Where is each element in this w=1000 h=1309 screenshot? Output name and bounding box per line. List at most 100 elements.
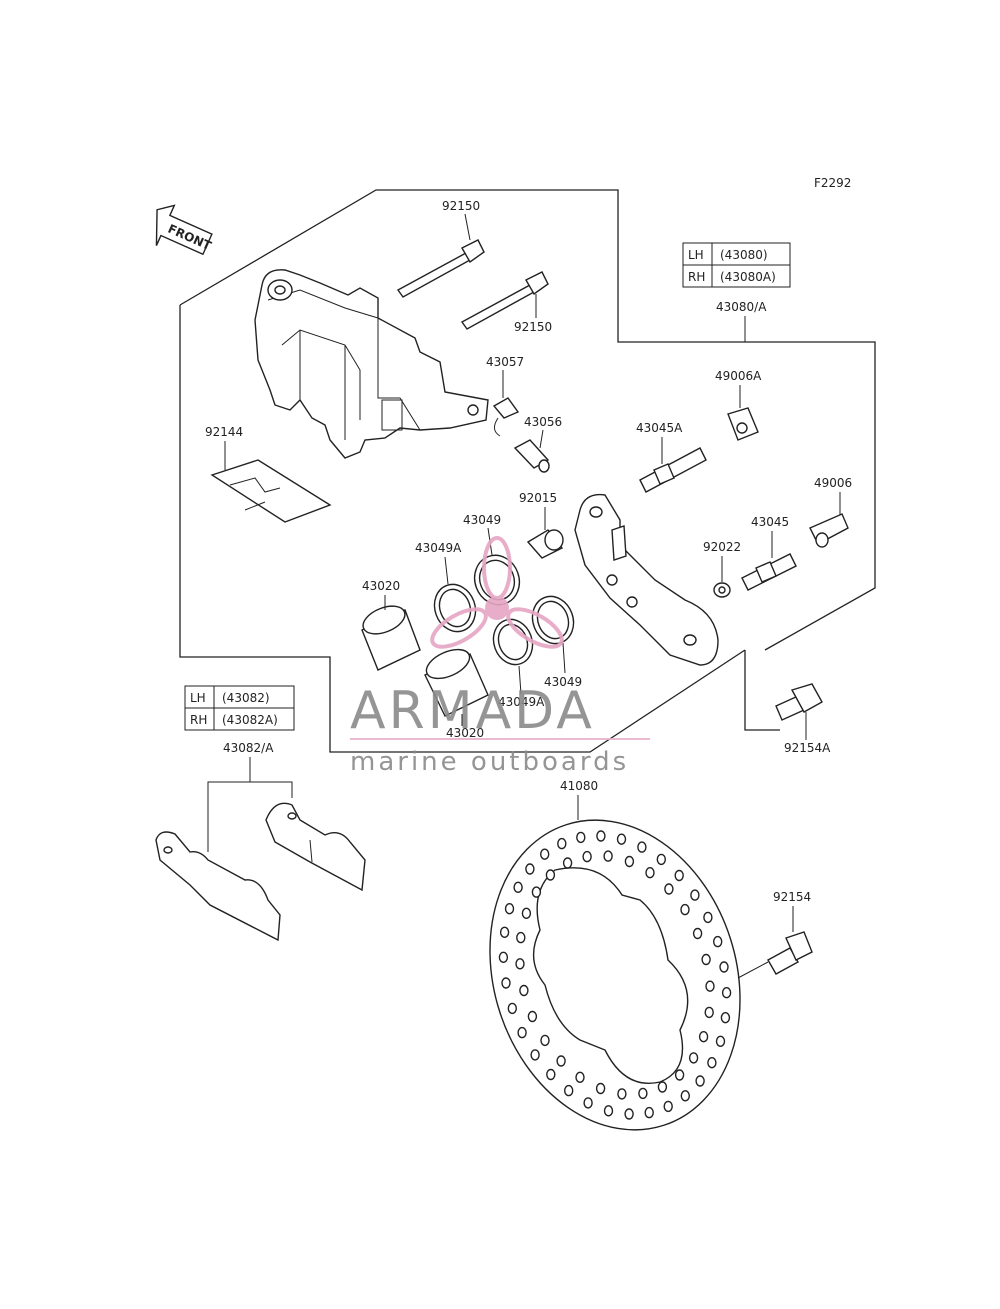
disc-vent-hole: [719, 961, 729, 973]
pad-lh-label: LH: [190, 691, 206, 705]
label-43020-b: 43020: [446, 726, 484, 740]
disc-vent-hole: [690, 889, 700, 901]
disc-vent-hole: [698, 1030, 709, 1043]
label-43049A-a: 43049A: [415, 541, 462, 555]
disc-vent-hole: [507, 1002, 517, 1015]
bracket-pin-a: [639, 447, 707, 493]
label-49006: 49006: [814, 476, 852, 490]
disc-vent-hole: [705, 980, 715, 992]
pad-spring: [210, 459, 332, 523]
caliper-rh-part: (43080A): [720, 270, 776, 284]
pad-lh-part: (43082): [222, 691, 270, 705]
pad-rh-part: (43082A): [222, 713, 278, 727]
label-92022: 92022: [703, 540, 741, 554]
piston-lower: [424, 648, 489, 717]
disc-vent-hole: [521, 907, 532, 919]
label-43082: 43082/A: [223, 741, 274, 755]
disc-bolt: [767, 931, 813, 975]
disc-vent-hole: [513, 881, 523, 893]
caliper-assembly-outline: [179, 189, 876, 651]
disc-vent-hole: [583, 1097, 593, 1109]
disc-vent-hole: [663, 1100, 673, 1113]
disc-vent-hole: [530, 1049, 540, 1061]
label-49006A: 49006A: [715, 369, 762, 383]
disc-vent-hole: [624, 1108, 634, 1120]
disc-vent-hole: [556, 1055, 566, 1067]
disc-vent-hole: [656, 853, 666, 866]
disc-vent-hole: [695, 1075, 705, 1087]
watermark-tagline: marine outboards: [350, 747, 629, 777]
disc-vent-hole: [501, 977, 511, 989]
disc-vent-hole: [515, 958, 525, 970]
disc-vent-hole: [546, 1068, 556, 1081]
disc-vent-hole: [707, 1056, 717, 1069]
bracket-bushing: [526, 529, 564, 559]
slide-pin-lower: [460, 271, 549, 330]
caliper-lh-part: (43080): [720, 248, 768, 262]
caliper-lh-label: LH: [688, 248, 704, 262]
disc-vent-hole: [525, 863, 535, 875]
bracket-leader: [744, 650, 780, 731]
disc-vent-hole: [645, 867, 655, 879]
caliper-rh-label: RH: [688, 270, 705, 284]
disc-vent-hole: [540, 1034, 550, 1047]
disc-vent-hole: [624, 855, 635, 868]
brake-pad-right: [265, 802, 366, 892]
label-43049-b: 43049: [544, 675, 582, 689]
disc-vent-hole: [545, 869, 556, 881]
disc-vent-hole: [527, 1010, 538, 1023]
caliper-bracket: [574, 493, 719, 666]
label-43020-a: 43020: [362, 579, 400, 593]
bracket-bolt: [775, 683, 823, 721]
disc-vent-hole: [644, 1106, 654, 1119]
disc-vent-hole: [637, 841, 647, 853]
disc-vent-hole: [638, 1087, 648, 1100]
disc-vent-hole: [519, 984, 529, 997]
disc-vent-hole: [674, 1069, 685, 1081]
disc-vent-hole: [721, 987, 732, 999]
pad-side-table: LH (43082) RH (43082A): [184, 685, 295, 731]
washer: [713, 582, 731, 598]
bracket-pin: [741, 553, 797, 591]
disc-vent-hole: [575, 1071, 585, 1084]
label-92150-mid: 92150: [514, 320, 552, 334]
pin-boot: [809, 513, 849, 548]
slide-pin-upper: [396, 239, 485, 298]
bleeder-cap: [492, 397, 520, 437]
disc-vent-hole: [595, 1082, 606, 1095]
disc-vent-hole: [701, 953, 711, 966]
disc-vent-hole: [603, 850, 613, 862]
pin-boot-a: [727, 407, 759, 441]
disc-vent-hole: [499, 926, 510, 938]
disc-vent-hole: [657, 1081, 668, 1093]
disc-vent-hole: [516, 931, 526, 944]
caliper-side-table: LH (43080) RH (43080A): [682, 242, 791, 288]
piston-upper: [361, 605, 421, 671]
propeller-logo-icon: [430, 536, 564, 649]
watermark-brand: ARMADA: [350, 681, 595, 741]
label-43056: 43056: [524, 415, 562, 429]
disc-vent-hole: [540, 848, 550, 860]
label-92144: 92144: [205, 425, 243, 439]
caliper-body: [254, 269, 489, 459]
disc-vent-hole: [688, 1052, 699, 1064]
disc-vent-hole: [680, 903, 690, 916]
brake-pad-left: [155, 831, 281, 942]
disc-vent-hole: [704, 1006, 714, 1019]
disc-vent-hole: [564, 1084, 574, 1097]
label-43049A-b: 43049A: [498, 695, 545, 709]
disc-vent-hole: [603, 1105, 614, 1117]
label-43045: 43045: [751, 515, 789, 529]
disc-vent-hole: [674, 869, 684, 882]
label-41080: 41080: [560, 779, 598, 793]
disc-vent-hole: [562, 857, 573, 869]
label-43045A: 43045A: [636, 421, 683, 435]
disc-vent-hole: [504, 903, 515, 915]
watermark: ARMADA marine outboards: [350, 536, 650, 777]
disc-vent-hole: [692, 927, 703, 940]
piston-seal-large-b: [531, 595, 575, 645]
disc-vent-hole: [664, 883, 674, 895]
disc-vent-hole: [596, 830, 606, 842]
caliper-assembly-outline-lower: [179, 305, 746, 753]
